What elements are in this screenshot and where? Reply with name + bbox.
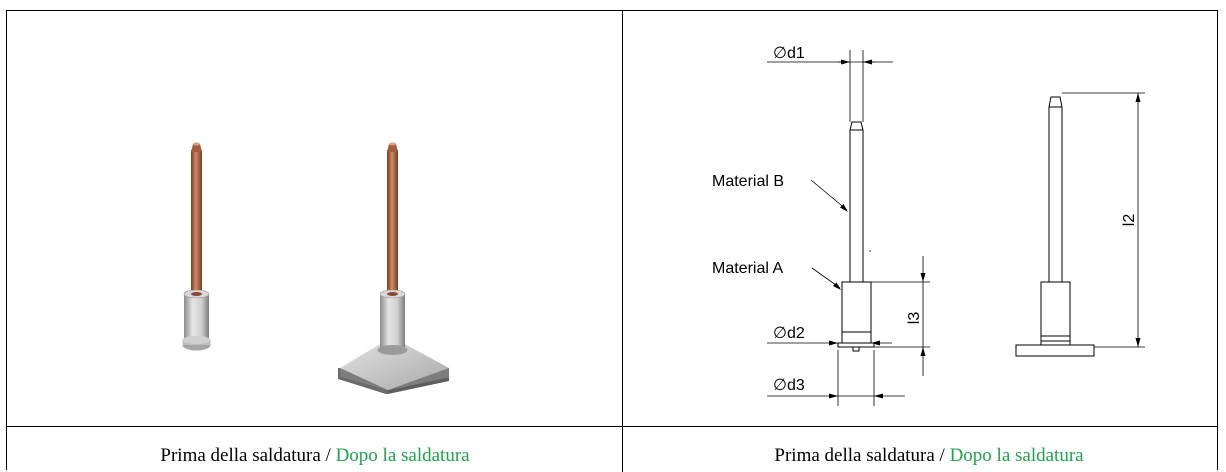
left-caption-separator	[6, 426, 622, 427]
caption-right-separator: /	[934, 445, 950, 466]
label-l2: l2	[1121, 214, 1138, 227]
label-material-b: Material B	[712, 173, 784, 190]
label-material-a: Material A	[712, 260, 783, 277]
caption-right-before: Prima della saldatura	[774, 445, 935, 466]
pin-after-welding	[338, 142, 449, 394]
label-d3: ∅d3	[773, 377, 805, 394]
caption-left-separator: /	[320, 445, 336, 466]
dimension-arrows	[829, 59, 1141, 399]
dimension-lines	[767, 50, 1145, 406]
label-d2: ∅d2	[773, 325, 805, 342]
caption-left: Prima della saldatura / Dopo la saldatur…	[160, 445, 469, 467]
label-l3: l3	[906, 312, 923, 325]
caption-right: Prima della saldatura / Dopo la saldatur…	[774, 445, 1083, 467]
label-d1: ∅d1	[773, 45, 805, 62]
right-caption-separator	[623, 426, 1218, 427]
column-divider	[622, 10, 623, 472]
caption-right-after: Dopo la saldatura	[949, 445, 1084, 466]
pin-side-view-after	[1015, 96, 1095, 357]
table-frame	[6, 10, 1218, 470]
technical-drawing	[767, 50, 1145, 406]
caption-left-before: Prima della saldatura	[160, 445, 321, 466]
pin-before-welding	[182, 142, 211, 351]
caption-left-after: Dopo la saldatura	[335, 445, 470, 466]
pin-side-view-before	[837, 121, 875, 352]
